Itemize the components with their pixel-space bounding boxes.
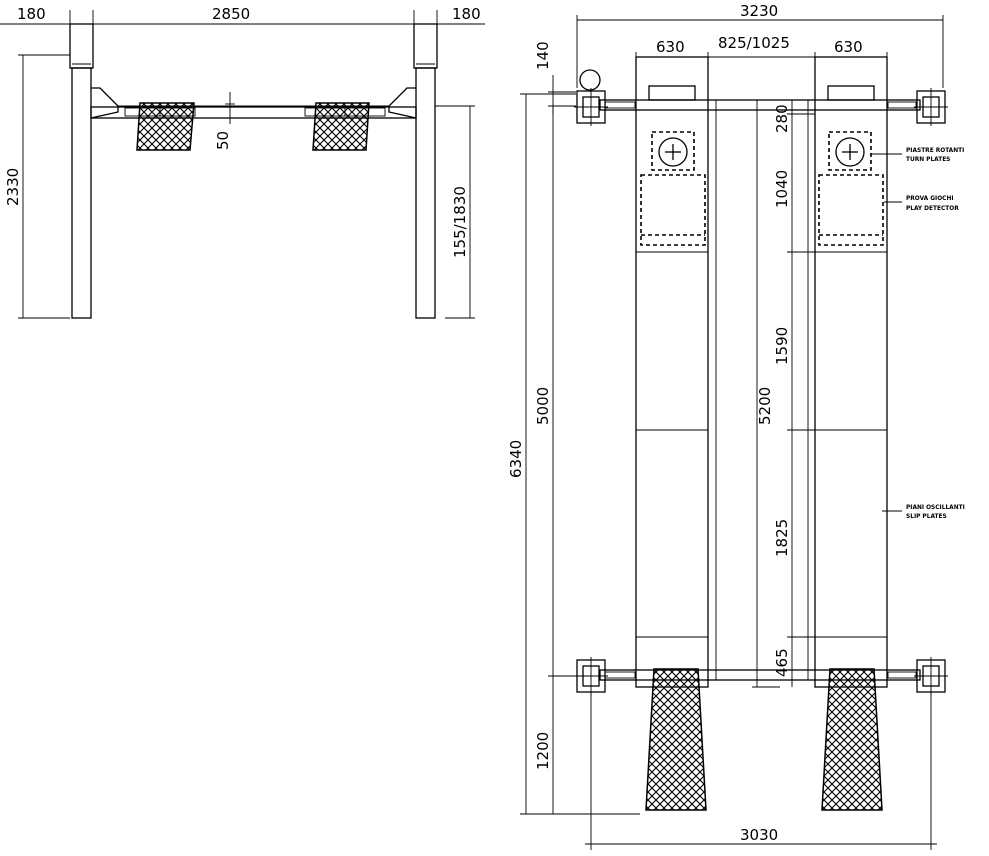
- dim-post-spacing-group: 5000: [534, 106, 576, 677]
- front-height-dimension: 2330: [4, 54, 70, 319]
- dim-runway-row: 630 825/1025 630: [635, 34, 888, 62]
- post-bottom-right: [914, 657, 948, 695]
- note-turn-plates-it: PIASTRE ROTANTI: [906, 146, 964, 154]
- dim-base-width-group: 3030: [585, 692, 937, 850]
- dim-overall-width-group: 3230: [576, 2, 944, 88]
- dim-seg-1: 280: [773, 104, 791, 133]
- top-view: 3230 630 825/1025 630 140 6340: [507, 2, 965, 850]
- note-play-detector: PROVA GIOCHI PLAY DETECTOR: [884, 194, 959, 212]
- dim-seg-4: 1825: [773, 519, 791, 557]
- dim-overall-length: 6340: [507, 440, 525, 478]
- note-turn-plates-en: TURN PLATES: [906, 155, 950, 163]
- right-post: [413, 23, 438, 319]
- dim-runway-gap: 825/1025: [718, 34, 790, 52]
- dim-ramp-length-group: 1200: [534, 676, 554, 814]
- front-top-dimensions: 180 2850 180: [0, 5, 485, 28]
- dim-runway-length: 5200: [756, 387, 774, 425]
- dim-seg-2: 1040: [773, 170, 791, 208]
- play-detector-right: [818, 174, 884, 246]
- dim-post-right: 180: [452, 5, 481, 23]
- front-lift-dimension: 155/1830: [435, 105, 475, 319]
- left-post: [69, 23, 94, 319]
- turn-plate-left: [651, 131, 695, 171]
- top-ramp-left: [645, 668, 707, 811]
- top-ramp-right: [821, 668, 883, 811]
- turn-plate-right: [828, 131, 872, 171]
- dim-overall-length-group: 6340: [507, 93, 640, 815]
- front-view: 180 2850 180 2330 50 155/1830: [0, 5, 485, 319]
- bottom-crossbeam: [599, 669, 921, 681]
- note-play-detector-it: PROVA GIOCHI: [906, 194, 954, 202]
- dim-segments-group: 280 1040 1590 1825 465: [773, 100, 815, 687]
- dim-post-spacing: 5000: [534, 387, 552, 425]
- note-play-detector-en: PLAY DETECTOR: [906, 204, 959, 212]
- post-top-left: [574, 88, 608, 126]
- dim-base-width: 3030: [740, 826, 778, 844]
- dim-span: 2850: [212, 5, 250, 23]
- dim-runway-left: 630: [656, 38, 685, 56]
- front-ramp-right: [312, 102, 370, 151]
- center-strip: [707, 99, 717, 681]
- front-min-height-dimension: 50: [214, 92, 235, 150]
- control-unit-icon: [579, 69, 601, 91]
- dim-total-height: 2330: [4, 168, 22, 206]
- post-top-right: [914, 88, 948, 126]
- dim-runway-length-group: 5200: [752, 99, 780, 688]
- play-detector-left: [640, 174, 706, 246]
- post-bottom-left: [574, 657, 608, 695]
- note-slip-plates: PIANI OSCILLANTI SLIP PLATES: [882, 503, 965, 520]
- dim-runway-right: 630: [834, 38, 863, 56]
- dim-ramp-length: 1200: [534, 732, 552, 770]
- dim-top-offset: 140: [534, 41, 552, 70]
- dim-overall-width: 3230: [740, 2, 778, 20]
- dim-min-height: 50: [214, 131, 232, 150]
- front-ramp-left: [136, 102, 195, 151]
- dim-lift-range: 155/1830: [451, 186, 469, 258]
- dim-post-left: 180: [17, 5, 46, 23]
- top-crossbeam: [599, 99, 921, 111]
- note-slip-plates-en: SLIP PLATES: [906, 512, 947, 520]
- dim-seg-3: 1590: [773, 327, 791, 365]
- note-slip-plates-it: PIANI OSCILLANTI: [906, 503, 965, 511]
- dim-seg-5: 465: [773, 648, 791, 677]
- dim-top-offset-group: 140: [534, 41, 576, 114]
- note-turn-plates: PIASTRE ROTANTI TURN PLATES: [870, 146, 964, 163]
